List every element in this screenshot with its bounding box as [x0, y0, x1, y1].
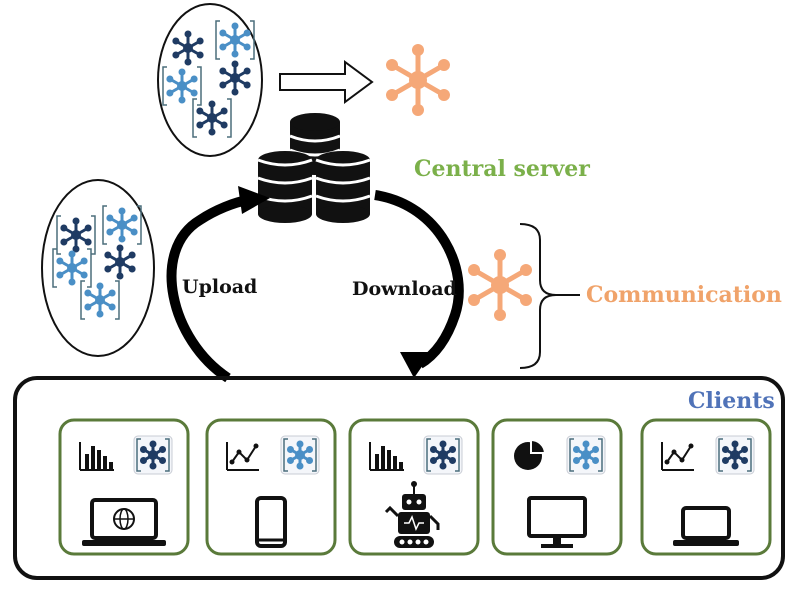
local-model-icon	[219, 60, 251, 96]
local-model-icon	[102, 205, 142, 245]
tablet-icon	[255, 496, 287, 548]
database-stack-icon	[257, 113, 371, 223]
hollow-arrow-icon	[279, 60, 374, 104]
aggregated-models-ellipse	[157, 3, 263, 157]
local-model-icon	[52, 248, 92, 288]
central-server-label: Central server	[414, 156, 590, 182]
communication-label: Communication	[586, 282, 782, 308]
local-model-icon	[718, 438, 752, 472]
clients-container	[13, 376, 785, 580]
upload-arrow	[166, 186, 270, 383]
local-model-icon	[172, 30, 204, 66]
upload-label: Upload	[182, 276, 258, 298]
local-model-icon	[569, 438, 603, 472]
bar-chart-icon	[369, 442, 404, 471]
local-model-icon	[162, 66, 202, 106]
laptop-icon	[673, 506, 739, 546]
local-model-icon	[192, 98, 232, 138]
local-model-icon	[56, 215, 96, 255]
client-card	[348, 418, 480, 556]
uploaded-models-ellipse	[41, 179, 155, 357]
pie-chart-icon	[514, 438, 547, 470]
local-model-icon	[215, 20, 255, 60]
clients-label: Clients	[688, 388, 775, 414]
local-model-icon	[104, 244, 136, 280]
communication-bracket	[519, 223, 580, 369]
bar-chart-icon	[79, 442, 114, 471]
robot-icon	[384, 481, 440, 548]
client-card	[491, 418, 623, 556]
download-arrow	[374, 190, 464, 378]
local-model-icon	[136, 438, 170, 472]
global-model-icon	[386, 44, 450, 116]
client-card	[58, 418, 190, 556]
monitor-icon	[527, 496, 587, 548]
communication-model-icon	[468, 249, 532, 321]
client-card	[640, 418, 772, 556]
local-model-icon	[80, 280, 120, 320]
line-chart-icon	[661, 442, 694, 471]
download-label: Download	[352, 278, 457, 300]
client-card	[205, 418, 337, 556]
line-chart-icon	[226, 442, 259, 471]
local-model-icon	[426, 438, 460, 472]
local-model-icon	[283, 438, 317, 472]
laptop-globe-icon	[82, 498, 166, 546]
